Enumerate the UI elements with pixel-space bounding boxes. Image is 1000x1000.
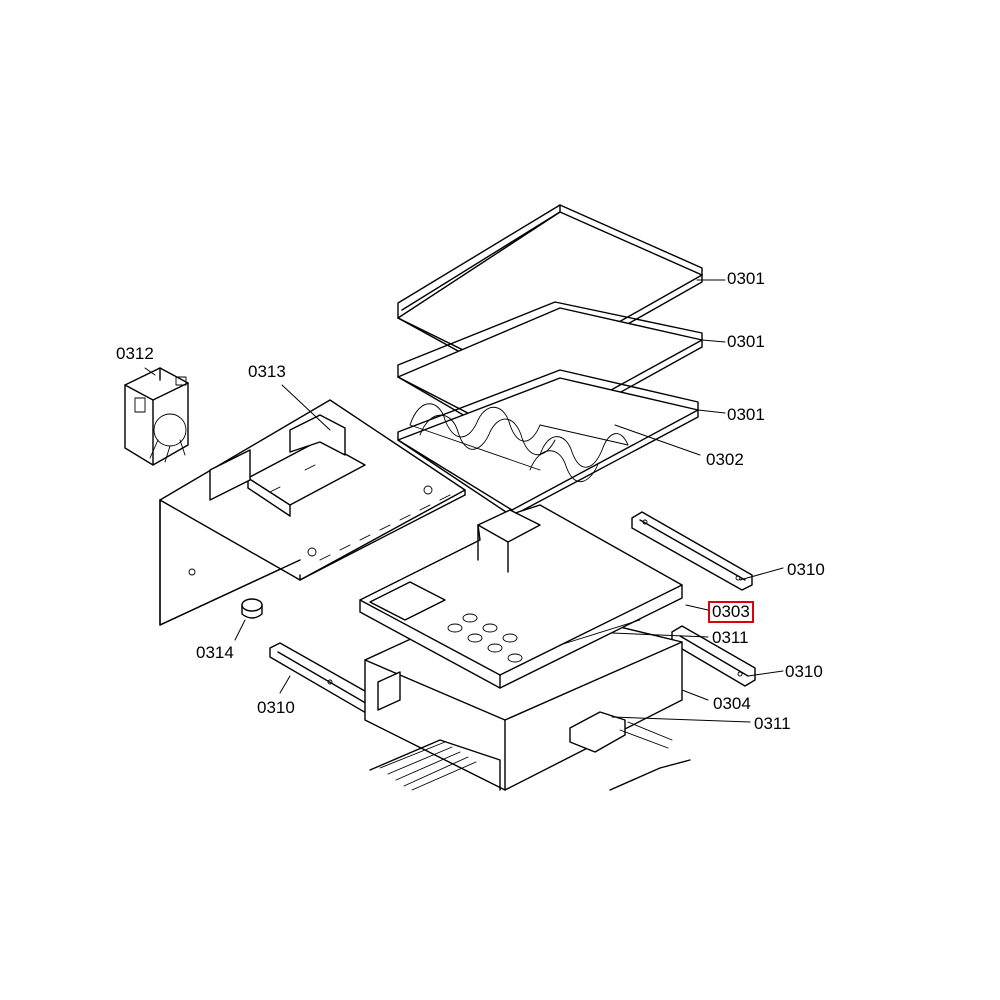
- bottom-grille: [369, 721, 691, 791]
- label-0312: 0312: [116, 344, 154, 363]
- label-0310-right-lower: 0310: [785, 662, 823, 681]
- crisper-tray: [359, 504, 683, 689]
- label-0301-middle: 0301: [727, 332, 765, 351]
- label-0314: 0314: [196, 643, 234, 662]
- label-0301-lower: 0301: [727, 405, 765, 424]
- label-0301-top: 0301: [727, 269, 765, 288]
- knob: [241, 598, 263, 619]
- divider-panel: [159, 399, 466, 626]
- label-0311-lower: 0311: [754, 714, 791, 733]
- label-0304: 0304: [713, 694, 751, 713]
- label-0313: 0313: [248, 362, 286, 381]
- leader-lines: [144, 279, 784, 723]
- rail-right-upper: [631, 511, 753, 591]
- label-0310-left: 0310: [257, 698, 295, 717]
- label-0303-highlighted: 0303: [708, 601, 754, 623]
- label-0311-upper: 0311: [712, 628, 749, 647]
- label-0310-right-upper: 0310: [787, 560, 825, 579]
- fan-unit: [124, 367, 189, 466]
- label-0302: 0302: [706, 450, 744, 469]
